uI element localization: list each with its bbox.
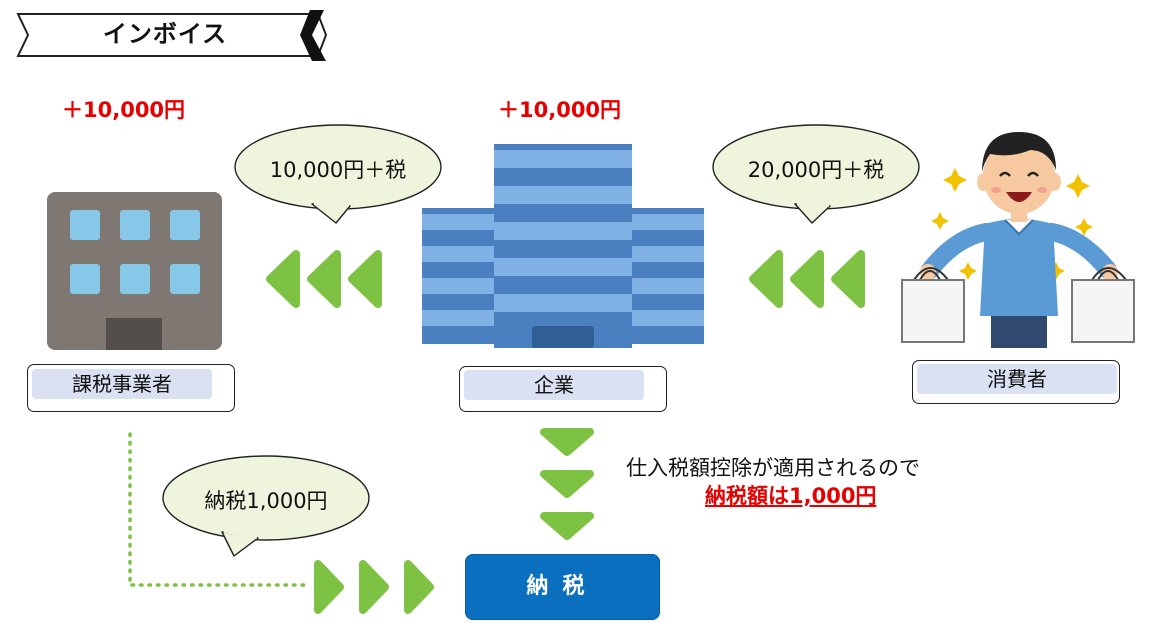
title-banner xyxy=(16,10,328,61)
flow-arrows-left-1 xyxy=(266,250,382,308)
company-label: 企業 xyxy=(464,370,644,400)
business-gain-amount: ＋10,000円 xyxy=(62,98,186,122)
tax-amount-note: 納税額は1,000円 xyxy=(705,484,877,508)
happy-shopper-icon xyxy=(901,132,1135,348)
consumer-label: 消費者 xyxy=(917,364,1117,394)
company-tower-icon xyxy=(422,144,704,348)
company-label-box: 企業 xyxy=(459,366,667,412)
flow-arrows-down xyxy=(540,428,594,540)
price-bubble-right-text: 20,000円＋税 xyxy=(747,158,885,182)
consumer-label-box: 消費者 xyxy=(912,360,1120,404)
price-bubble-left-text: 10,000円＋税 xyxy=(269,158,407,182)
dotted-tax-path xyxy=(128,432,312,587)
tax-paid-bubble xyxy=(162,455,370,557)
business-label-box: 課税事業者 xyxy=(27,364,235,412)
office-building-icon xyxy=(47,192,222,350)
price-bubble-left xyxy=(234,124,442,224)
company-gain-amount: ＋10,000円 xyxy=(498,98,622,122)
deduction-note: 仕入税額控除が適用されるので xyxy=(626,456,920,480)
tax-payment-box: 納税 xyxy=(465,554,660,620)
flow-arrows-right xyxy=(314,560,434,614)
page-title: インボイス xyxy=(102,20,228,48)
price-bubble-right xyxy=(712,124,920,224)
flow-arrows-left-2 xyxy=(749,250,865,308)
tax-paid-bubble-text: 納税1,000円 xyxy=(204,489,328,513)
business-label: 課税事業者 xyxy=(32,369,212,399)
